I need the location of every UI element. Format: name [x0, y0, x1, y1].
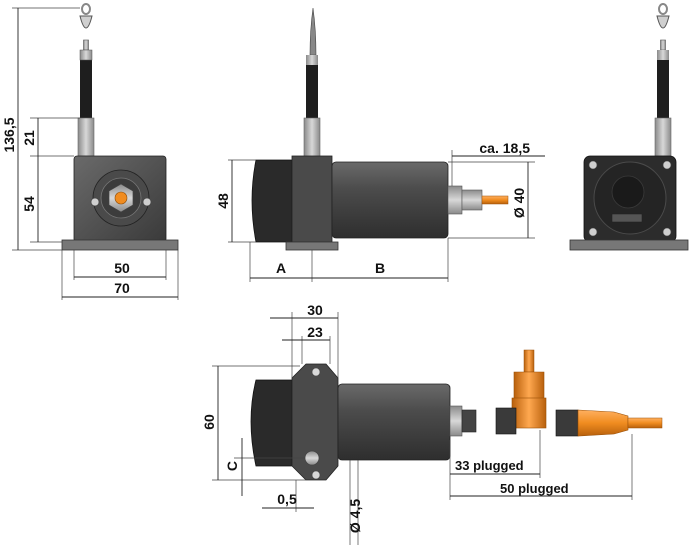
screw-icon [90, 197, 100, 207]
cable-hook-icon [79, 3, 93, 51]
base-plate [285, 241, 339, 251]
cable-guide [77, 117, 95, 157]
screw-icon [662, 160, 672, 170]
bottom-view: 30 23 60 C 0,5 Ø 4,5 33 plugged 50 plugg… [201, 302, 663, 545]
dim-base-width: 70 [114, 280, 130, 296]
flange [291, 363, 339, 481]
dim-width-inner: 23 [307, 324, 323, 340]
screw-icon [588, 160, 598, 170]
angled-plug [495, 349, 547, 435]
wire-sleeve [80, 50, 92, 118]
orange-cable [481, 195, 509, 205]
rear-view [569, 3, 689, 251]
dim-hole-diameter: Ø 4,5 [347, 499, 363, 533]
dim-hole-spacing: 50 [114, 260, 130, 276]
dim-cable-exit: ca. 18,5 [479, 140, 530, 156]
housing [291, 155, 333, 243]
screw-icon [588, 227, 598, 237]
dim-upper-height: 21 [21, 130, 37, 146]
dim-overall-height: 136,5 [1, 117, 17, 152]
dim-body-height: 54 [21, 196, 37, 212]
front-view: 136,5 21 54 50 70 [1, 3, 179, 300]
cylinder-body [331, 161, 449, 239]
rear-cap [251, 159, 293, 243]
mounting-hole [311, 367, 321, 377]
screw-icon [304, 450, 320, 466]
side-view: 48 ca. 18,5 Ø 40 A B [215, 7, 545, 282]
rear-cap [250, 379, 293, 467]
dim-width-outer: 30 [307, 302, 323, 318]
dim-plugged-50: 50 plugged [500, 481, 569, 496]
base-plate [569, 239, 689, 251]
dim-diameter: Ø 40 [511, 188, 527, 219]
dim-side-height: 48 [215, 193, 231, 209]
dim-length-b: B [375, 260, 385, 276]
connector-nut [447, 185, 463, 215]
dim-bottom-height: 60 [201, 414, 217, 430]
dim-plugged-33: 33 plugged [455, 458, 524, 473]
cable-guide [303, 117, 321, 159]
dim-length-a: A [276, 260, 286, 276]
cable-hook-icon [656, 3, 670, 51]
m12-connector-icon [461, 409, 477, 433]
base-plate [61, 239, 179, 251]
straight-plug [555, 409, 663, 437]
center-pin [114, 191, 128, 205]
cylinder-body [337, 383, 451, 461]
dim-gap: 0,5 [277, 491, 297, 507]
dim-offset-c: C [224, 461, 240, 471]
screw-icon [662, 227, 672, 237]
screw-icon [142, 197, 152, 207]
wire-sleeve [306, 55, 318, 120]
mounting-hole [311, 470, 321, 480]
